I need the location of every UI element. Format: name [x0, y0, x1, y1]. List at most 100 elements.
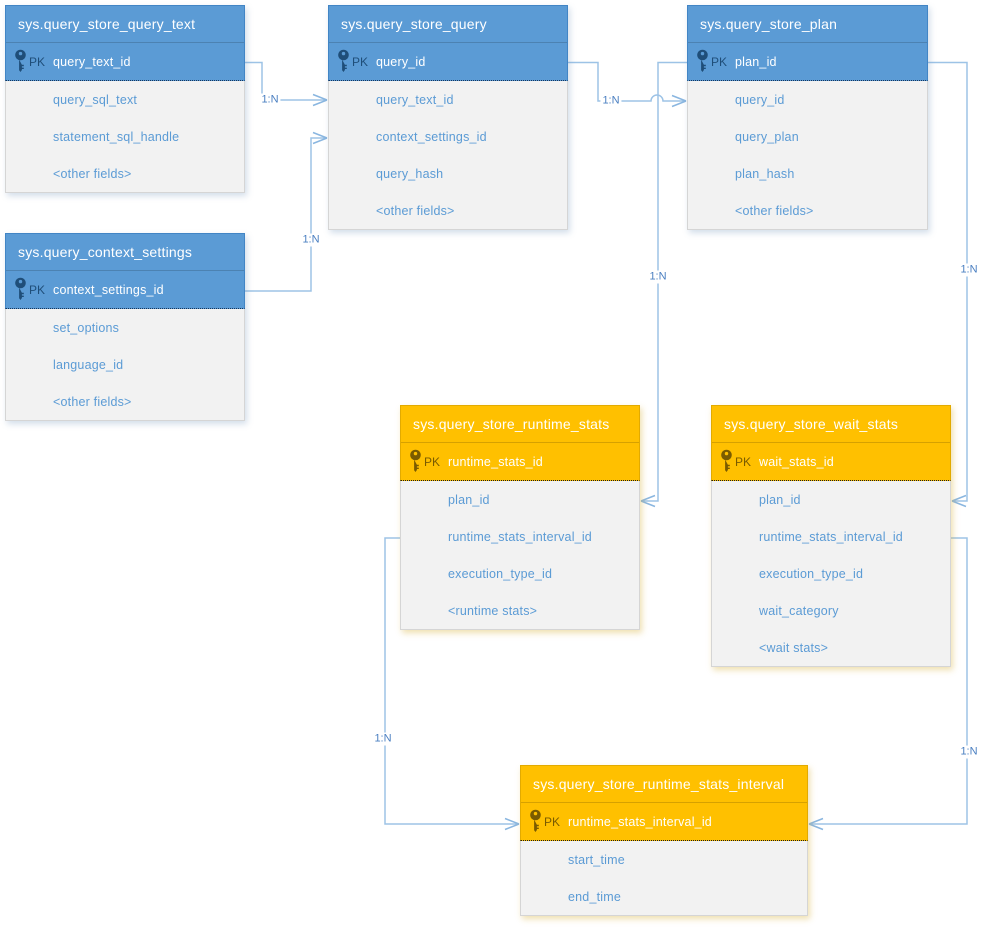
- pk-label: PK: [711, 54, 728, 69]
- field-row: execution_type_id: [712, 555, 950, 592]
- pk-label: PK: [29, 282, 46, 297]
- relationship-line-contextsettings-query: [245, 137, 326, 292]
- pk-field-name: wait_stats_id: [759, 454, 834, 469]
- entity-sys-query-store-query-text: sys.query_store_query_text PK query_text…: [5, 5, 245, 193]
- arrowhead-icon: [312, 131, 328, 145]
- field-name: query_text_id: [376, 92, 454, 107]
- field-name: query_plan: [735, 129, 799, 144]
- field-name: set_options: [53, 320, 120, 335]
- table-header: sys.query_store_query_text PK query_text…: [5, 5, 245, 81]
- entity-sys-query-store-runtime-stats-interval: sys.query_store_runtime_stats_interval P…: [520, 765, 808, 916]
- table-header: sys.query_store_query PK query_id: [328, 5, 568, 81]
- field-name: <runtime stats>: [448, 603, 538, 618]
- pk-field-name: plan_id: [735, 54, 777, 69]
- arrowhead-icon: [951, 494, 967, 508]
- primary-key-icon: [530, 809, 541, 832]
- field-row: query_plan: [688, 118, 927, 155]
- primary-key-icon: [338, 49, 349, 72]
- primary-key-row: PK runtime_stats_interval_id: [521, 803, 807, 840]
- field-row: end_time: [521, 878, 807, 915]
- field-name: runtime_stats_interval_id: [759, 529, 903, 544]
- field-row: start_time: [521, 841, 807, 878]
- field-row: plan_id: [401, 481, 639, 518]
- table-fields: plan_id runtime_stats_interval_id execut…: [400, 481, 640, 630]
- relationship-line-query-plan: [568, 61, 685, 102]
- primary-key-row: PK plan_id: [688, 43, 927, 80]
- cardinality-label: 1:N: [300, 233, 322, 247]
- table-header: sys.query_store_runtime_stats_interval P…: [520, 765, 808, 841]
- pk-field-name: context_settings_id: [53, 282, 164, 297]
- field-row: <other fields>: [6, 155, 244, 192]
- cardinality-label: 1:N: [372, 732, 394, 746]
- table-fields: set_options language_id <other fields>: [5, 309, 245, 421]
- cardinality-label: 1:N: [600, 94, 622, 108]
- table-title: sys.query_store_wait_stats: [712, 406, 950, 443]
- table-title: sys.query_store_query: [329, 6, 567, 43]
- pk-field-name: query_id: [376, 54, 426, 69]
- field-row: runtime_stats_interval_id: [401, 518, 639, 555]
- table-fields: plan_id runtime_stats_interval_id execut…: [711, 481, 951, 667]
- field-name: <other fields>: [53, 394, 132, 409]
- primary-key-row: PK runtime_stats_id: [401, 443, 639, 480]
- entity-sys-query-context-settings: sys.query_context_settings PK context_se…: [5, 233, 245, 421]
- cardinality-label: 1:N: [958, 263, 980, 277]
- table-title: sys.query_store_plan: [688, 6, 927, 43]
- field-name: <other fields>: [53, 166, 132, 181]
- arrowhead-icon: [504, 817, 520, 831]
- cardinality-label: 1:N: [259, 93, 281, 107]
- arrowhead-icon: [671, 94, 687, 108]
- pk-label: PK: [352, 54, 369, 69]
- field-row: <other fields>: [688, 192, 927, 229]
- field-name: query_sql_text: [53, 92, 138, 107]
- field-name: context_settings_id: [376, 129, 487, 144]
- pk-label: PK: [29, 54, 46, 69]
- field-row: query_id: [688, 81, 927, 118]
- primary-key-icon: [15, 277, 26, 300]
- field-row: statement_sql_handle: [6, 118, 244, 155]
- arrowhead-icon: [312, 93, 328, 107]
- primary-key-row: PK query_id: [329, 43, 567, 80]
- field-row: query_text_id: [329, 81, 567, 118]
- arrowhead-icon: [640, 494, 656, 508]
- primary-key-row: PK wait_stats_id: [712, 443, 950, 480]
- table-fields: start_time end_time: [520, 841, 808, 916]
- field-name: <wait stats>: [759, 640, 829, 655]
- field-row: execution_type_id: [401, 555, 639, 592]
- relationship-line-waitstats-interval: [810, 537, 968, 825]
- entity-sys-query-store-wait-stats: sys.query_store_wait_stats PK wait_stats…: [711, 405, 951, 667]
- field-name: start_time: [568, 852, 625, 867]
- primary-key-icon: [15, 49, 26, 72]
- field-name: language_id: [53, 357, 124, 372]
- field-row: <runtime stats>: [401, 592, 639, 629]
- field-name: <other fields>: [376, 203, 455, 218]
- field-name: plan_hash: [735, 166, 795, 181]
- field-name: wait_category: [759, 603, 839, 618]
- field-row: language_id: [6, 346, 244, 383]
- pk-label: PK: [735, 454, 752, 469]
- cardinality-label: 1:N: [958, 745, 980, 759]
- entity-sys-query-store-plan: sys.query_store_plan PK plan_id query_id…: [687, 5, 928, 230]
- field-row: <other fields>: [329, 192, 567, 229]
- table-header: sys.query_store_runtime_stats PK runtime…: [400, 405, 640, 481]
- field-row: query_sql_text: [6, 81, 244, 118]
- field-name: statement_sql_handle: [53, 129, 180, 144]
- primary-key-row: PK query_text_id: [6, 43, 244, 80]
- field-name: plan_id: [448, 492, 490, 507]
- field-name: query_hash: [376, 166, 444, 181]
- relationship-line-querytext-query: [245, 61, 326, 101]
- field-row: plan_id: [712, 481, 950, 518]
- field-row: <other fields>: [6, 383, 244, 420]
- table-fields: query_id query_plan plan_hash <other fie…: [687, 81, 928, 230]
- field-row: context_settings_id: [329, 118, 567, 155]
- primary-key-icon: [721, 449, 732, 472]
- pk-label: PK: [544, 814, 561, 829]
- field-row: query_hash: [329, 155, 567, 192]
- field-name: end_time: [568, 889, 622, 904]
- field-row: wait_category: [712, 592, 950, 629]
- table-header: sys.query_store_wait_stats PK wait_stats…: [711, 405, 951, 481]
- primary-key-icon: [697, 49, 708, 72]
- entity-sys-query-store-runtime-stats: sys.query_store_runtime_stats PK runtime…: [400, 405, 640, 630]
- relationship-line-runtimestats-interval: [384, 537, 518, 825]
